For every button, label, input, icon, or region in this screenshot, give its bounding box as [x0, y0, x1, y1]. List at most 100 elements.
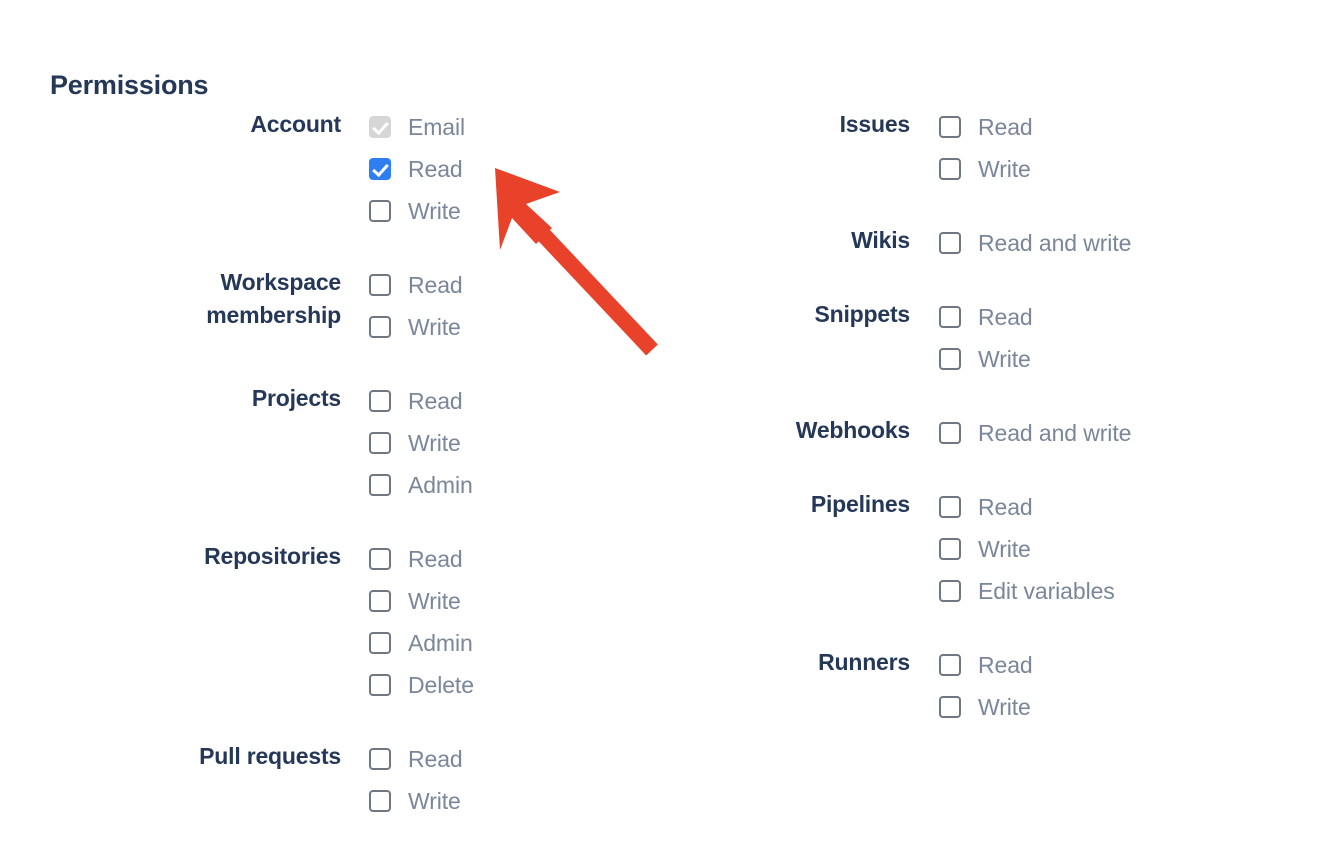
permission-option-label: Read	[978, 494, 1033, 520]
permission-group-label: Issues	[839, 111, 911, 137]
permission-option-row[interactable]: Write	[369, 780, 463, 822]
permission-group: Webhooks Read and write	[610, 412, 1310, 454]
permission-option-row[interactable]: Write	[939, 528, 1115, 570]
checkbox-unchecked[interactable]	[939, 496, 961, 518]
permission-option-label: Read and write	[978, 230, 1132, 256]
permission-option-label: Read	[978, 304, 1033, 330]
permission-group: Wikis Read and write	[610, 222, 1310, 264]
permission-option-label: Email	[408, 114, 466, 140]
permission-option-row[interactable]: Read	[369, 264, 463, 306]
permission-group-label: Runners	[818, 649, 910, 675]
permission-option-row[interactable]: Email	[369, 106, 465, 148]
permission-option-row[interactable]: Read	[939, 486, 1115, 528]
checkbox-unchecked[interactable]	[939, 580, 961, 602]
permission-option-label: Write	[408, 314, 461, 340]
checkbox-unchecked[interactable]	[939, 158, 961, 180]
permission-option-label: Admin	[408, 472, 473, 498]
permission-option-label: Read	[978, 652, 1033, 678]
permission-group-label: Repositories	[204, 543, 341, 569]
permission-option-row[interactable]: Read	[369, 380, 473, 422]
checkbox-unchecked[interactable]	[939, 348, 961, 370]
permission-option-label: Read	[978, 114, 1033, 140]
permission-option-label: Read	[408, 388, 463, 414]
checkbox-unchecked[interactable]	[369, 748, 391, 770]
permission-option-label: Read	[408, 746, 463, 772]
checkbox-unchecked[interactable]	[369, 632, 391, 654]
permission-option-row[interactable]: Admin	[369, 464, 473, 506]
checkbox-unchecked[interactable]	[369, 790, 391, 812]
permission-option-row[interactable]: Delete	[369, 664, 474, 706]
permission-option-label: Read	[408, 156, 463, 182]
permission-option-label: Read	[408, 546, 463, 572]
checkbox-disabled-checked	[369, 116, 391, 138]
permission-option-row[interactable]: Read	[369, 148, 465, 190]
permission-option-row[interactable]: Write	[369, 580, 474, 622]
permission-option-row[interactable]: Write	[369, 422, 473, 464]
permission-option-row[interactable]: Read	[939, 296, 1033, 338]
checkbox-unchecked[interactable]	[369, 200, 391, 222]
checkbox-unchecked[interactable]	[939, 116, 961, 138]
permission-option-label: Write	[408, 198, 461, 224]
permission-group-label: Pull requests	[199, 743, 341, 769]
permission-option-label: Write	[978, 536, 1031, 562]
permission-option-label: Write	[978, 156, 1031, 182]
permission-option-label: Read and write	[978, 420, 1132, 446]
checkbox-unchecked[interactable]	[369, 316, 391, 338]
permission-option-label: Admin	[408, 630, 473, 656]
permission-option-row[interactable]: Write	[939, 338, 1033, 380]
permission-group-label: Pipelines	[810, 491, 910, 517]
permission-option-label: Write	[408, 788, 461, 814]
permission-group-label: Webhooks	[795, 417, 910, 443]
permission-option-label: Write	[408, 588, 461, 614]
permission-option-row[interactable]: Write	[369, 306, 463, 348]
checkbox-unchecked[interactable]	[939, 422, 961, 444]
checkbox-unchecked[interactable]	[939, 306, 961, 328]
checkbox-unchecked[interactable]	[939, 232, 961, 254]
permission-option-row[interactable]: Read	[369, 538, 474, 580]
checkbox-unchecked[interactable]	[939, 654, 961, 676]
checkbox-unchecked[interactable]	[939, 696, 961, 718]
checkbox-unchecked[interactable]	[369, 674, 391, 696]
permission-option-label: Delete	[408, 672, 474, 698]
permission-option-row[interactable]: Read	[369, 738, 463, 780]
checkbox-unchecked[interactable]	[369, 274, 391, 296]
permission-option-row[interactable]: Edit variables	[939, 570, 1115, 612]
permission-option-row[interactable]: Write	[939, 686, 1033, 728]
checkbox-checked[interactable]	[369, 158, 391, 180]
permission-option-row[interactable]: Read and write	[939, 412, 1131, 454]
checkbox-unchecked[interactable]	[369, 548, 391, 570]
permission-option-row[interactable]: Read	[939, 644, 1033, 686]
checkbox-unchecked[interactable]	[369, 432, 391, 454]
permission-group-label: Wikis	[851, 227, 910, 253]
permission-group-label: Account	[250, 111, 341, 137]
permission-option-row[interactable]: Admin	[369, 622, 474, 664]
permission-option-row[interactable]: Write	[939, 148, 1033, 190]
permission-option-row[interactable]: Write	[369, 190, 465, 232]
permission-group-label: Workspace membership	[206, 269, 341, 328]
permission-group-label: Snippets	[814, 301, 910, 327]
checkbox-unchecked[interactable]	[939, 538, 961, 560]
permission-option-label: Write	[978, 694, 1031, 720]
checkbox-unchecked[interactable]	[369, 474, 391, 496]
checkbox-unchecked[interactable]	[369, 390, 391, 412]
permission-option-row[interactable]: Read and write	[939, 222, 1131, 264]
checkbox-unchecked[interactable]	[369, 590, 391, 612]
permission-option-row[interactable]: Read	[939, 106, 1033, 148]
